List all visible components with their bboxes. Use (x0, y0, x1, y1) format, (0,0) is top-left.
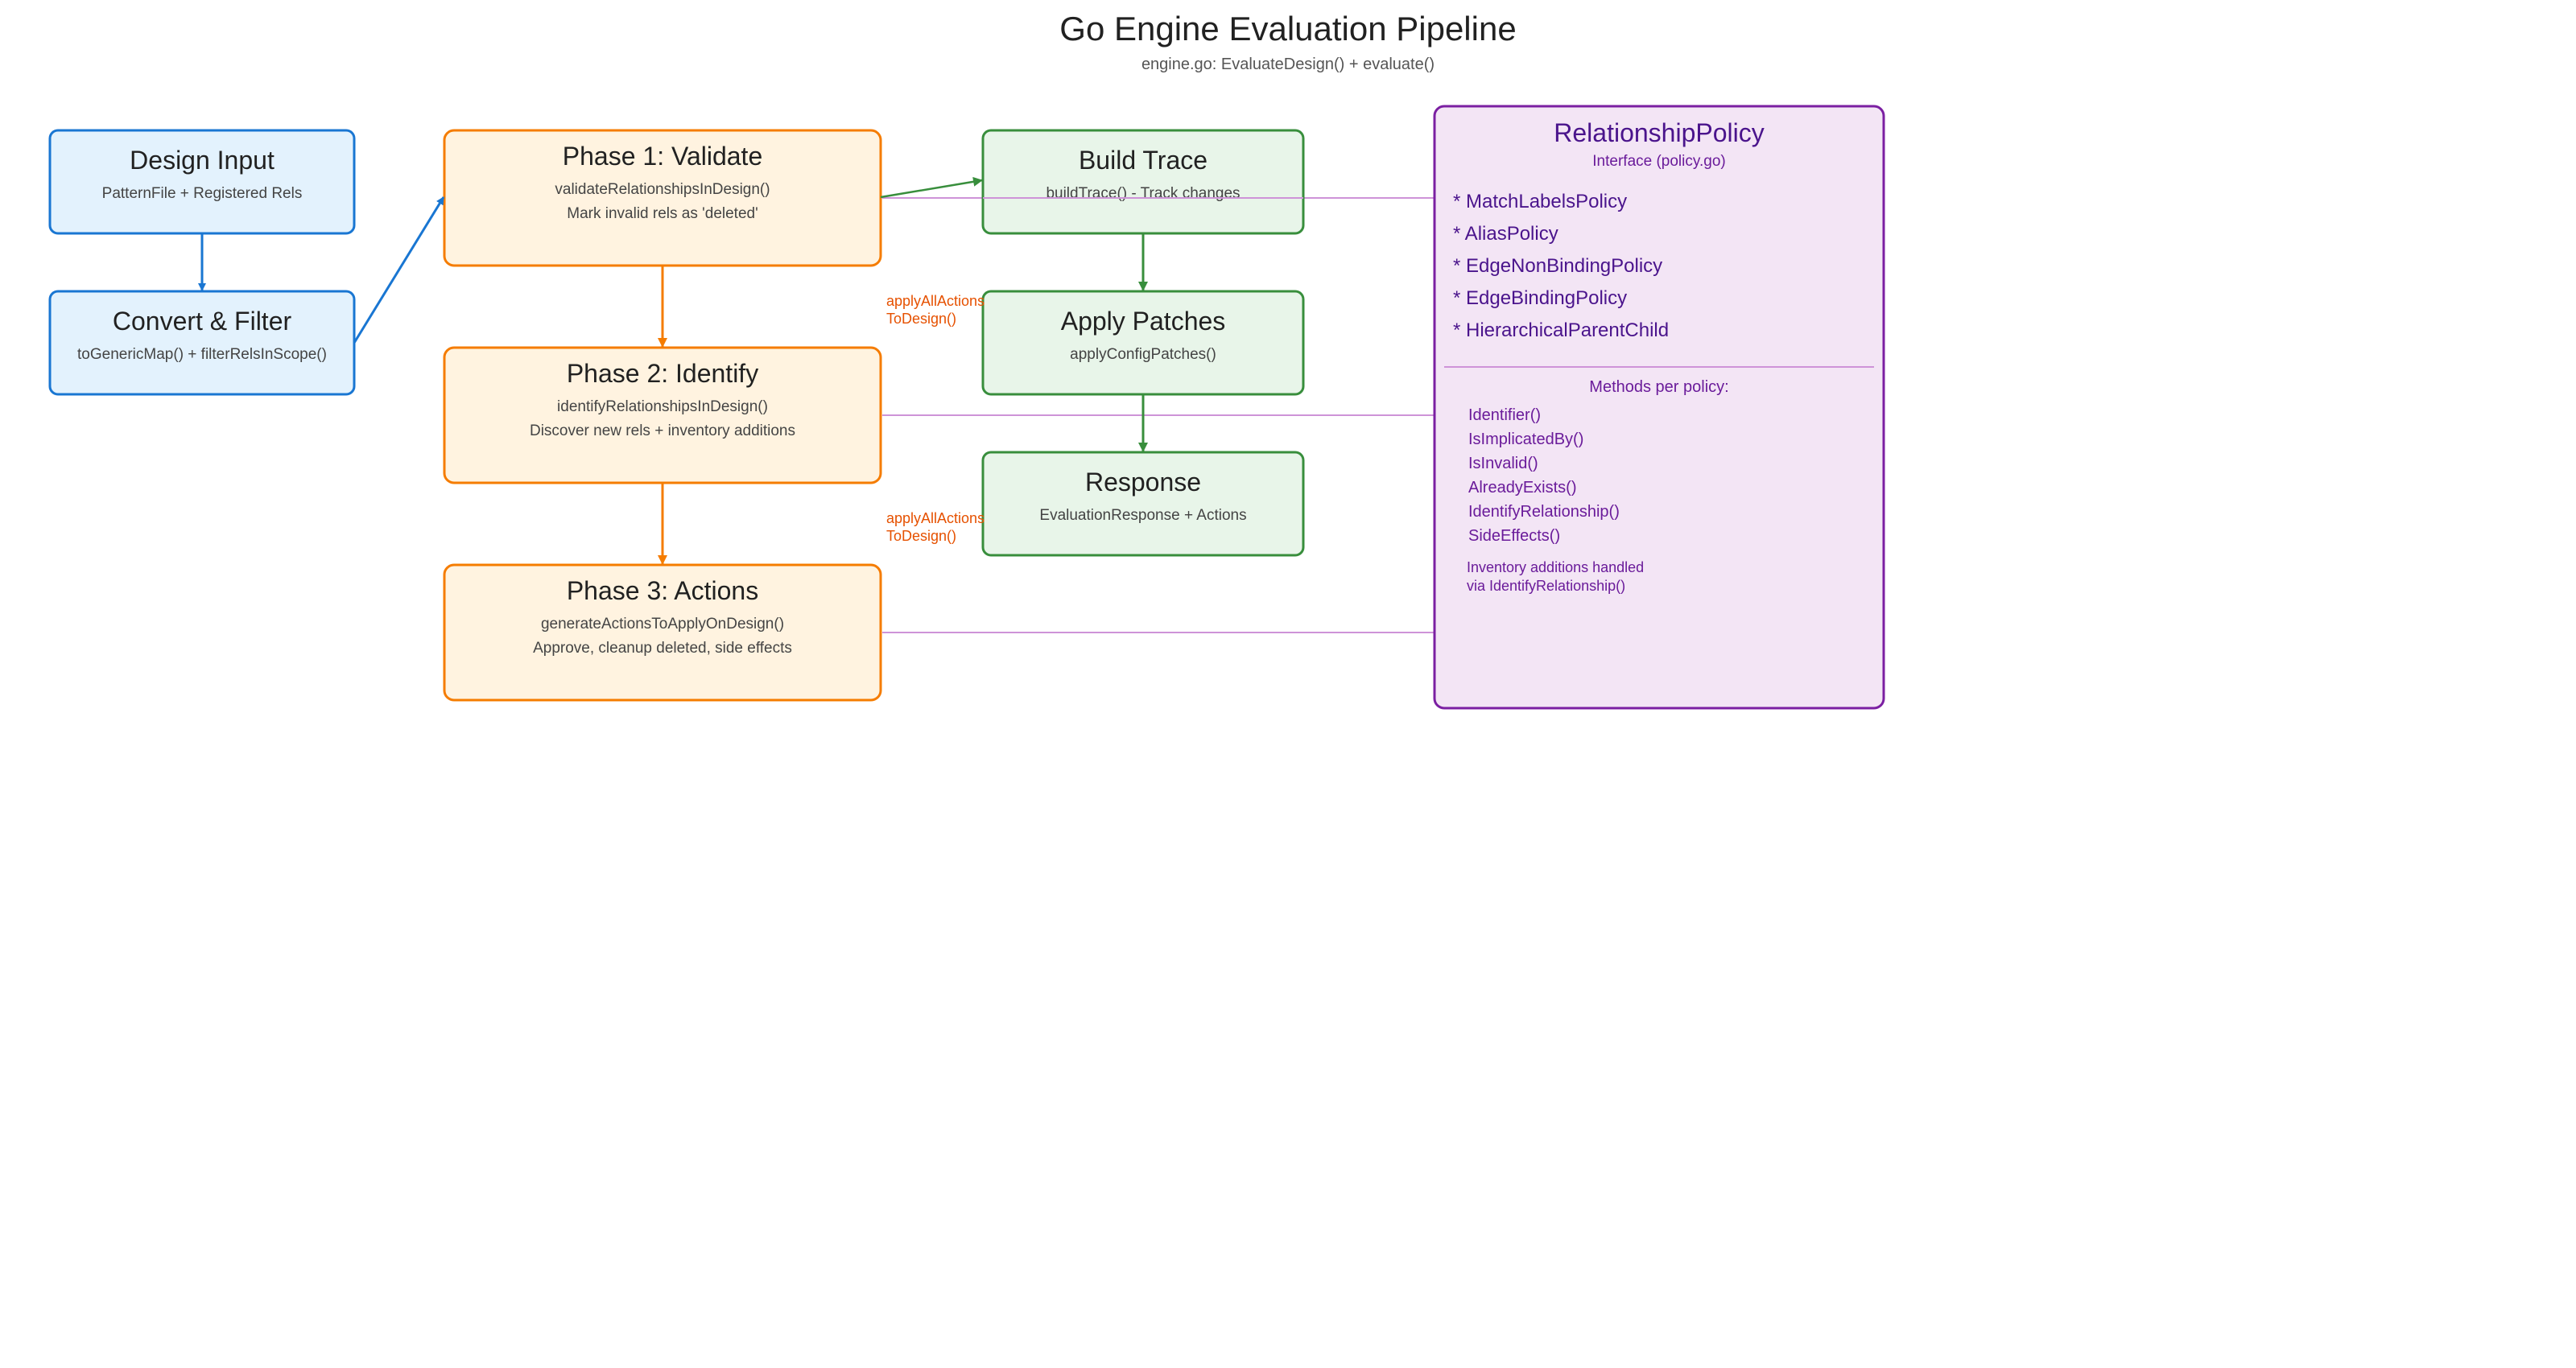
edge-label-line: ToDesign() (886, 528, 956, 544)
node-detail: Mark invalid rels as 'deleted' (567, 205, 758, 222)
node-detail: PatternFile + Registered Rels (102, 185, 303, 202)
node-apply-patches[interactable]: Apply Patches applyConfigPatches() (981, 290, 1305, 396)
edge-label-apply-all-actions-2: applyAllActions ToDesign() (886, 510, 985, 544)
node-detail: identifyRelationshipsInDesign() (557, 398, 768, 415)
policy-item: * MatchLabelsPolicy (1453, 191, 1627, 212)
node-detail: buildTrace() - Track changes (1046, 185, 1240, 202)
policy-item: * EdgeNonBindingPolicy (1453, 255, 1662, 277)
node-title: Apply Patches (1061, 307, 1226, 336)
node-response[interactable]: Response EvaluationResponse + Actions (981, 451, 1305, 557)
edge-label-line: applyAllActions (886, 510, 985, 526)
edge-label-line: ToDesign() (886, 311, 956, 327)
relationship-policy-panel[interactable]: RelationshipPolicy Interface (policy.go)… (1433, 105, 1885, 710)
diagram-title: Go Engine Evaluation Pipeline (1059, 10, 1516, 47)
edge-phase1-to-build-trace (880, 176, 983, 199)
node-phase-1-validate[interactable]: Phase 1: Validate validateRelationshipsI… (443, 129, 882, 267)
node-build-trace[interactable]: Build Trace buildTrace() - Track changes (981, 129, 1305, 235)
policy-note: via IdentifyRelationship() (1467, 578, 1625, 594)
policy-note: Inventory additions handled (1467, 559, 1644, 575)
diagram-subtitle: engine.go: EvaluateDesign() + evaluate() (1141, 56, 1435, 73)
policy-subtitle: Interface (policy.go) (1592, 153, 1725, 170)
node-detail: EvaluationResponse + Actions (1039, 507, 1246, 524)
node-title: Design Input (130, 146, 275, 175)
node-detail: generateActionsToApplyOnDesign() (541, 616, 784, 632)
node-title: Phase 1: Validate (563, 142, 762, 171)
edge-label-line: applyAllActions (886, 293, 985, 309)
node-detail: applyConfigPatches() (1070, 346, 1216, 363)
policy-method: IdentifyRelationship() (1468, 503, 1620, 521)
node-detail: validateRelationshipsInDesign() (555, 181, 770, 198)
node-detail: Discover new rels + inventory additions (530, 422, 795, 439)
policy-title: RelationshipPolicy (1554, 118, 1764, 147)
policy-item: * HierarchicalParentChild (1453, 319, 1669, 341)
node-phase-3-actions[interactable]: Phase 3: Actions generateActionsToApplyO… (443, 563, 882, 702)
node-title: Response (1085, 468, 1201, 497)
node-title: Build Trace (1079, 146, 1208, 175)
node-design-input[interactable]: Design Input PatternFile + Registered Re… (48, 129, 356, 235)
policy-item: * EdgeBindingPolicy (1453, 287, 1627, 309)
node-title: Phase 2: Identify (567, 359, 758, 388)
methods-heading: Methods per policy: (1589, 378, 1728, 396)
edge-label-apply-all-actions-1: applyAllActions ToDesign() (886, 293, 985, 327)
policy-method: SideEffects() (1468, 527, 1560, 545)
policy-method: IsInvalid() (1468, 455, 1538, 472)
node-title: Convert & Filter (113, 307, 292, 336)
policy-method: AlreadyExists() (1468, 479, 1576, 497)
node-convert-filter[interactable]: Convert & Filter toGenericMap() + filter… (48, 290, 356, 396)
node-detail: Approve, cleanup deleted, side effects (533, 640, 792, 657)
node-detail: toGenericMap() + filterRelsInScope() (77, 346, 327, 363)
policy-method: Identifier() (1468, 406, 1541, 424)
policy-method: IsImplicatedBy() (1468, 431, 1583, 448)
node-phase-2-identify[interactable]: Phase 2: Identify identifyRelationshipsI… (443, 346, 882, 484)
node-title: Phase 3: Actions (567, 576, 758, 605)
policy-item: * AliasPolicy (1453, 223, 1558, 245)
edge-convert-to-phase1 (353, 196, 445, 344)
